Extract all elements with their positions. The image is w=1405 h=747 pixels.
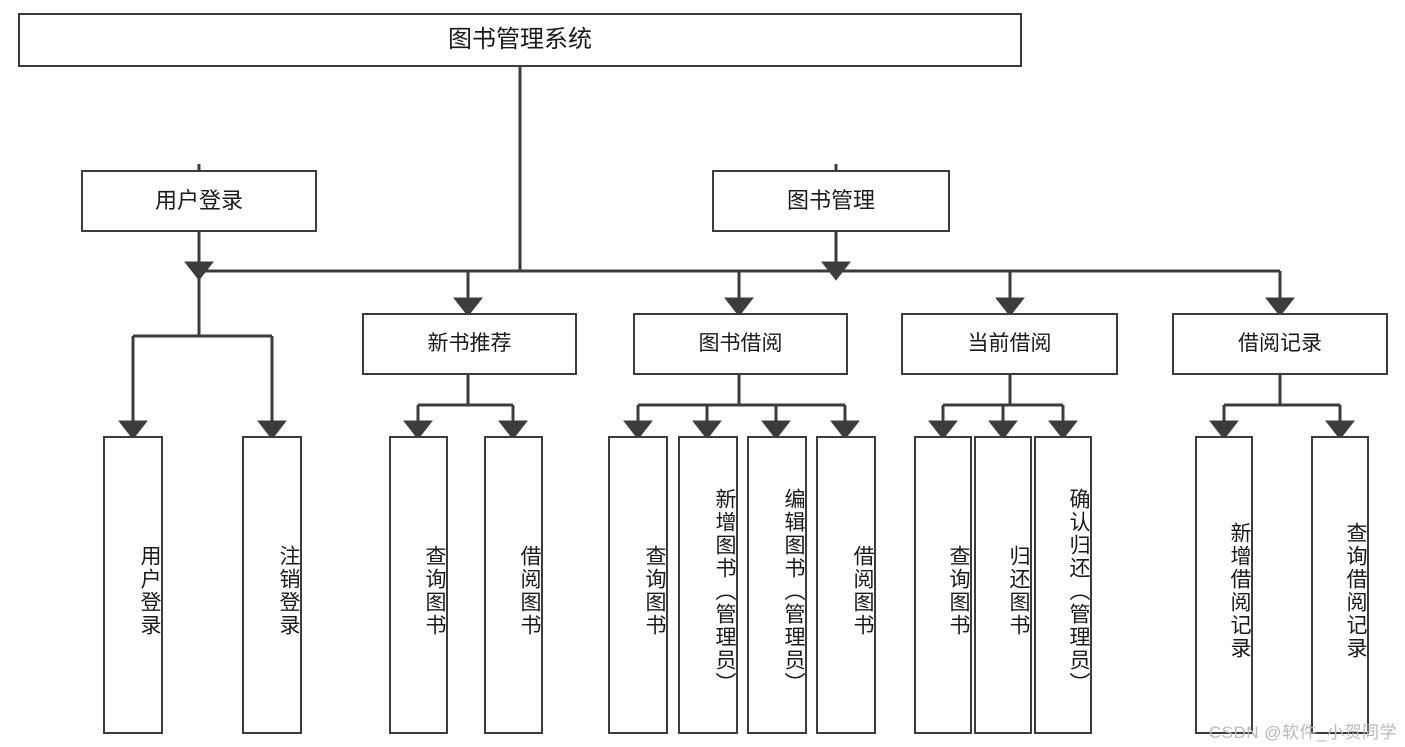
node-leaf-rec-add-record[interactable]: 新增借阅记录 [1195,436,1253,734]
node-borrow-record-label: 借阅记录 [1238,331,1322,355]
node-book-manage[interactable]: 图书管理 [712,170,950,232]
node-root-label: 图书管理系统 [448,26,592,54]
node-leaf-cur-return-book-label: 归还图书 [1007,545,1030,637]
node-new-book-recommendation-label: 新书推荐 [427,331,512,355]
node-leaf-cur-query-book[interactable]: 查询图书 [914,436,972,734]
node-leaf-rec-query-record[interactable]: 查询借阅记录 [1311,436,1369,734]
node-leaf-cur-return-book[interactable]: 归还图书 [974,436,1032,734]
node-book-borrow-label: 图书借阅 [698,331,783,355]
node-leaf-borrow-add-book-label: 新增图书（管理员） [713,487,736,695]
csdn-watermark: CSDN @软件_小贺同学 [1208,723,1397,742]
node-user-login[interactable]: 用户登录 [81,170,317,232]
node-leaf-borrow-borrow-book-label: 借阅图书 [851,545,874,637]
node-leaf-rec-query-book-label: 查询图书 [423,545,446,637]
node-book-borrow[interactable]: 图书借阅 [633,313,848,375]
node-leaf-borrow-add-book[interactable]: 新增图书（管理员） [678,436,738,734]
node-leaf-borrow-edit-book-label: 编辑图书（管理员） [782,487,805,695]
node-leaf-user-logout[interactable]: 注销登录 [242,436,302,734]
node-leaf-rec-add-record-label: 新增借阅记录 [1228,522,1251,660]
node-leaf-user-logout-label: 注销登录 [277,545,300,637]
node-leaf-cur-query-book-label: 查询图书 [947,545,970,637]
node-leaf-borrow-query-book[interactable]: 查询图书 [608,436,668,734]
node-user-login-label: 用户登录 [154,188,243,214]
node-leaf-cur-confirm-return[interactable]: 确认归还（管理员） [1034,436,1092,734]
node-book-manage-label: 图书管理 [786,188,875,214]
node-leaf-borrow-borrow-book[interactable]: 借阅图书 [816,436,876,734]
node-leaf-borrow-edit-book[interactable]: 编辑图书（管理员） [747,436,807,734]
node-new-book-recommendation[interactable]: 新书推荐 [362,313,577,375]
node-leaf-rec-query-book[interactable]: 查询图书 [389,436,448,734]
node-leaf-cur-confirm-return-label: 确认归还（管理员） [1067,487,1090,695]
node-leaf-rec-borrow-book[interactable]: 借阅图书 [484,436,543,734]
node-leaf-borrow-query-book-label: 查询图书 [643,545,666,637]
node-leaf-user-login[interactable]: 用户登录 [103,436,163,734]
node-leaf-rec-borrow-book-label: 借阅图书 [518,545,541,637]
node-current-borrow[interactable]: 当前借阅 [901,313,1118,375]
node-borrow-record[interactable]: 借阅记录 [1172,313,1388,375]
node-leaf-rec-query-record-label: 查询借阅记录 [1344,522,1367,660]
node-root[interactable]: 图书管理系统 [18,13,1022,67]
node-current-borrow-label: 当前借阅 [967,331,1052,355]
node-leaf-user-login-label: 用户登录 [138,545,161,637]
